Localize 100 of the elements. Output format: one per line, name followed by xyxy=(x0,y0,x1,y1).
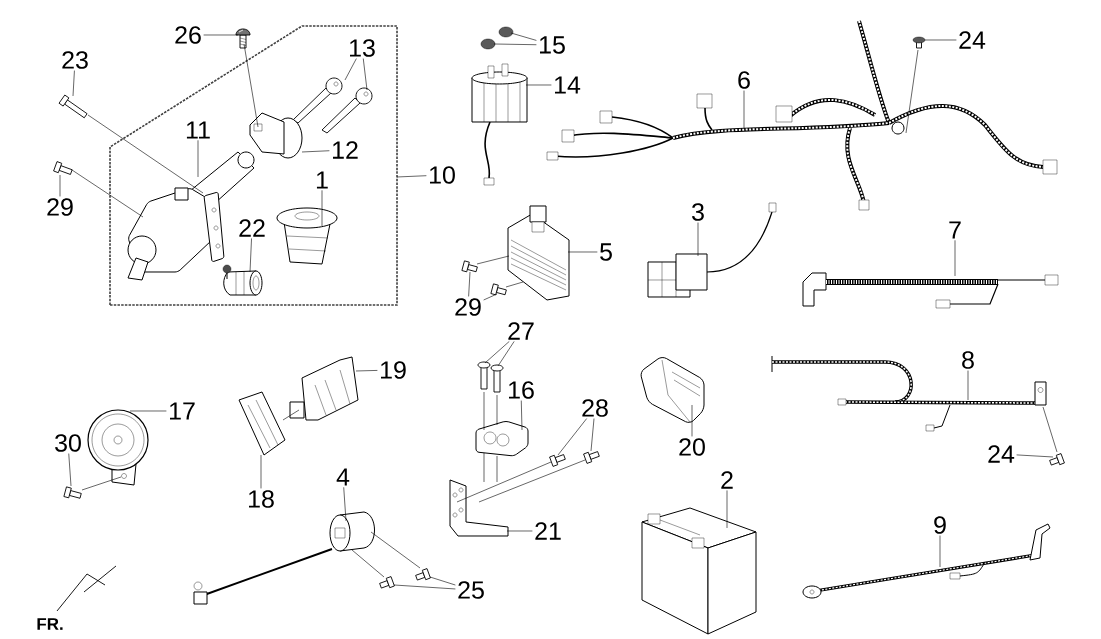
callout-number: 15 xyxy=(540,36,565,54)
leader-line xyxy=(456,461,552,503)
leader-line xyxy=(1016,454,1054,458)
leader-line xyxy=(905,49,919,134)
callout-number: 21 xyxy=(535,522,561,540)
leader-line xyxy=(355,370,378,372)
screw-drawing xyxy=(1049,453,1065,466)
callout-number: 13 xyxy=(350,39,375,57)
callout-number: 19 xyxy=(381,361,406,379)
leader-line xyxy=(691,404,693,437)
leader-line xyxy=(396,175,427,178)
callout-number: 20 xyxy=(679,438,705,456)
callout-number: 4 xyxy=(336,468,350,486)
screw-drawing xyxy=(415,568,431,581)
callout-number: 16 xyxy=(509,381,534,399)
bushing-drawing xyxy=(222,264,263,296)
callout-number: 18 xyxy=(249,490,274,508)
key-drawing xyxy=(321,87,373,134)
callout-number: 24 xyxy=(988,445,1015,463)
leader-line xyxy=(344,58,357,81)
leader-line xyxy=(243,43,259,128)
callout-number: 26 xyxy=(175,26,201,44)
callout-number: 2 xyxy=(721,471,733,489)
bolt-drawing xyxy=(63,486,82,499)
leader-line xyxy=(429,576,456,586)
callout-number: 27 xyxy=(508,322,534,340)
leader-line xyxy=(924,39,957,41)
leader-line xyxy=(476,255,510,265)
battery-drawing xyxy=(641,507,757,635)
callout-number: 17 xyxy=(170,402,195,420)
leader-line xyxy=(282,409,300,421)
leader-line xyxy=(343,487,347,522)
callout-number: 23 xyxy=(62,51,88,69)
leader-line xyxy=(1042,406,1058,453)
leader-line xyxy=(567,251,598,253)
socket-drawing xyxy=(289,356,359,421)
leader-line xyxy=(129,410,167,412)
leader-line xyxy=(478,459,586,503)
bolt-drawing xyxy=(58,94,88,119)
callout-number: 1 xyxy=(316,171,328,189)
leader-line xyxy=(81,476,122,491)
connector-drawing xyxy=(238,391,286,456)
screw-drawing xyxy=(490,283,507,296)
leader-line xyxy=(301,150,330,153)
leader-line xyxy=(468,271,471,297)
leader-line xyxy=(203,34,239,36)
cap-drawing xyxy=(276,207,338,265)
horn-drawing xyxy=(87,409,149,486)
screw-drawing xyxy=(549,454,566,467)
callout-number: 22 xyxy=(239,219,265,237)
leader-line xyxy=(68,453,72,487)
leader-line xyxy=(697,222,699,257)
callout-number: 5 xyxy=(600,243,612,261)
regulator-drawing xyxy=(507,205,570,301)
bracket-drawing xyxy=(449,479,509,537)
leader-line xyxy=(362,58,368,91)
leader-line xyxy=(497,341,515,367)
leader-line xyxy=(260,454,262,489)
callout-number: 9 xyxy=(934,516,946,534)
leader-line xyxy=(483,452,485,483)
leader-line xyxy=(493,43,537,46)
leader-line xyxy=(496,455,498,483)
screw-drawing xyxy=(912,36,926,49)
solenoid-drawing xyxy=(193,511,375,605)
callout-number: 30 xyxy=(55,434,81,452)
leader-line xyxy=(197,140,199,178)
callout-number: 12 xyxy=(333,141,358,159)
clamp-drawing xyxy=(475,421,529,457)
callout-number: 25 xyxy=(458,581,484,599)
leader-line xyxy=(967,370,969,401)
leader-line xyxy=(87,114,204,194)
leader-line xyxy=(71,169,144,218)
cap-drawing xyxy=(498,26,514,38)
screw-drawing xyxy=(379,576,395,589)
leader-line xyxy=(59,174,61,197)
relay-drawing xyxy=(471,63,528,186)
cap-drawing xyxy=(480,38,496,50)
lock-cylinder-drawing xyxy=(249,112,303,159)
cover-drawing xyxy=(640,357,705,423)
leader-line xyxy=(72,70,75,97)
leader-line xyxy=(506,530,533,532)
leader-line xyxy=(520,400,523,431)
callout-number: 10 xyxy=(430,166,455,184)
leader-line xyxy=(370,531,421,569)
callout-number: 29 xyxy=(455,298,481,316)
leader-line xyxy=(483,293,498,301)
screw-drawing xyxy=(235,28,251,49)
leader-line xyxy=(249,238,252,273)
leader-line xyxy=(954,240,956,277)
leader-line xyxy=(510,32,537,41)
callout-number: 8 xyxy=(962,351,974,369)
leader-line xyxy=(496,394,498,426)
dashed-group-frame xyxy=(109,25,398,306)
leader-line xyxy=(726,490,728,529)
leader-line xyxy=(557,418,587,456)
leader-line xyxy=(590,418,595,452)
leader-line xyxy=(393,584,456,590)
callout-number: 29 xyxy=(47,198,73,216)
leader-line xyxy=(484,341,510,364)
leader-line xyxy=(505,281,524,288)
